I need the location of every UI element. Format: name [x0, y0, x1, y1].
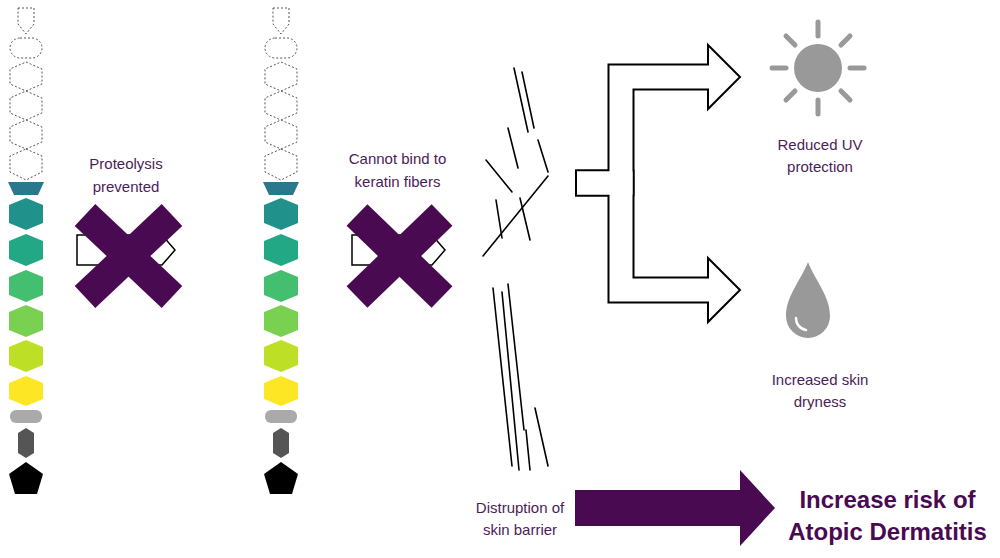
branch-arrow-fill [577, 77, 710, 183]
mechanism-label: Cannot bind to keratin fibers [330, 147, 465, 193]
sun-icon [772, 22, 864, 114]
arrow-head [708, 258, 740, 322]
barrier-node: Distruption of skin barrier [465, 60, 575, 540]
drop-icon [786, 262, 830, 338]
outcome-node: Reduced UV protection [740, 20, 900, 180]
outcome-node: Increased skin dryness [740, 255, 900, 415]
node-text: Increase risk of Atopic Dermatitis [775, 484, 1000, 548]
protein-chain [8, 8, 44, 494]
branch-arrow [575, 183, 708, 290]
node-text: Distruption of skin barrier [465, 497, 575, 541]
arrow-head [708, 45, 740, 109]
branch-arrow [575, 77, 708, 183]
risk-node: Increase risk of Atopic Dermatitis [775, 478, 1000, 553]
mechanism-label: Proteolysis prevented [56, 152, 196, 198]
protein-chain [263, 8, 299, 494]
node-text: Increased skin dryness [760, 369, 880, 413]
block-arrow [575, 470, 775, 546]
broken-fibers [483, 68, 548, 470]
block-cross [357, 215, 442, 297]
node-text: Reduced UV protection [760, 134, 880, 178]
branch-arrow-fill [577, 183, 710, 290]
block-cross [85, 215, 172, 297]
